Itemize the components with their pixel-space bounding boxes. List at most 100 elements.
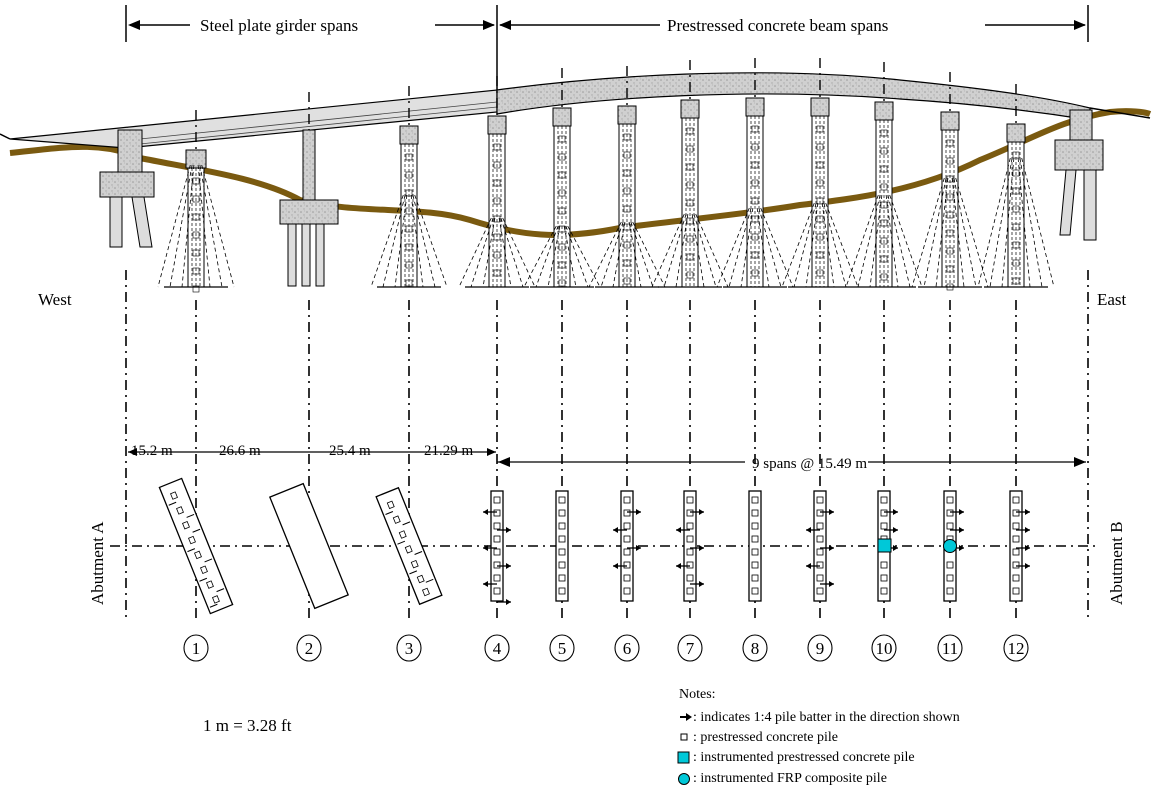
notes-legend: Notes: : indicates 1:4 pile batter in th… bbox=[677, 687, 960, 786]
bent-elevations bbox=[157, 58, 1055, 293]
pile bbox=[816, 535, 824, 543]
bent-3-plan bbox=[375, 486, 443, 606]
pile bbox=[751, 574, 759, 582]
instrumented-prestressed-pile bbox=[877, 538, 892, 553]
pile bbox=[880, 561, 888, 569]
pile bbox=[1012, 522, 1020, 530]
bent-8-plan bbox=[748, 490, 762, 602]
bent-9-elevation bbox=[781, 58, 859, 288]
span-type-dimension-lines bbox=[125, 5, 1089, 100]
bent-4-elevation bbox=[458, 76, 536, 288]
batter-arrow-icon bbox=[690, 509, 704, 515]
pile bbox=[493, 561, 501, 569]
bent-5-number: 5 bbox=[549, 634, 575, 662]
pile bbox=[558, 509, 566, 517]
instrumented-frp-pile bbox=[943, 539, 957, 553]
bent-6-elevation bbox=[588, 66, 666, 288]
bent-8-number: 8 bbox=[742, 634, 768, 662]
pile bbox=[946, 574, 954, 582]
concrete-beam-deck bbox=[496, 72, 1091, 121]
pile bbox=[686, 587, 694, 595]
pile bbox=[946, 522, 954, 530]
bent-9-number: 9 bbox=[807, 634, 833, 662]
pile bbox=[623, 535, 631, 543]
pile bbox=[558, 535, 566, 543]
pile bbox=[816, 574, 824, 582]
pile bbox=[946, 509, 954, 517]
bent-number-text: 8 bbox=[751, 639, 760, 658]
batter-arrow-icon bbox=[613, 527, 627, 533]
batter-arrow-icon bbox=[676, 563, 690, 569]
concrete-span-label: Prestressed concrete beam spans bbox=[667, 16, 888, 35]
bent-number-text: 2 bbox=[305, 639, 314, 658]
pile bbox=[880, 522, 888, 530]
bent-12-plan bbox=[1009, 490, 1030, 602]
bent-number-text: 3 bbox=[405, 639, 414, 658]
pile bbox=[623, 496, 631, 504]
batter-arrow-icon bbox=[690, 545, 704, 551]
bent-3-number: 3 bbox=[396, 634, 422, 662]
bent-number-text: 10 bbox=[876, 639, 893, 658]
pile bbox=[880, 509, 888, 517]
steel-span-label: Steel plate girder spans bbox=[200, 16, 358, 35]
pile bbox=[880, 574, 888, 582]
pile bbox=[686, 561, 694, 569]
batter-arrow-icon bbox=[806, 527, 820, 533]
pile bbox=[1012, 496, 1020, 504]
batter-arrow-icon bbox=[690, 581, 704, 587]
batter-arrow-icon bbox=[820, 581, 834, 587]
east-label: East bbox=[1097, 290, 1127, 309]
bent-number-text: 11 bbox=[942, 639, 958, 658]
pile bbox=[686, 548, 694, 556]
note-instrumented-frp: : instrumented FRP composite pile bbox=[693, 771, 887, 786]
abutment-a-label: Abutment A bbox=[88, 521, 107, 605]
pile bbox=[880, 496, 888, 504]
pile bbox=[816, 548, 824, 556]
pile bbox=[623, 522, 631, 530]
batter-arrow-icon bbox=[884, 527, 898, 533]
pile bbox=[493, 496, 501, 504]
batter-arrow-icon bbox=[884, 509, 898, 515]
bent-7-number: 7 bbox=[677, 634, 703, 662]
bent-9-plan bbox=[806, 490, 834, 602]
bent-5-plan bbox=[555, 490, 569, 602]
batter-arrow-icon bbox=[806, 563, 820, 569]
pile bbox=[751, 496, 759, 504]
pile bbox=[493, 574, 501, 582]
bent-5-elevation bbox=[523, 68, 601, 288]
bent-7-elevation bbox=[651, 60, 729, 288]
approach-east-line bbox=[1089, 107, 1151, 119]
prestressed-pile-icon bbox=[680, 733, 688, 741]
pile bbox=[686, 522, 694, 530]
span-dimension-lines bbox=[128, 448, 1086, 467]
bent-number-text: 1 bbox=[192, 639, 201, 658]
note-batter: : indicates 1:4 pile batter in the direc… bbox=[693, 710, 960, 725]
batter-arrow-icon bbox=[497, 563, 511, 569]
pile bbox=[686, 509, 694, 517]
batter-arrow-icon bbox=[680, 713, 692, 721]
pile bbox=[751, 548, 759, 556]
unit-conversion: 1 m = 3.28 ft bbox=[203, 716, 292, 735]
pile bbox=[816, 509, 824, 517]
batter-arrow-icon bbox=[676, 527, 690, 533]
bent-2-elevation bbox=[279, 129, 339, 287]
pile bbox=[558, 574, 566, 582]
batter-arrow-icon bbox=[483, 509, 497, 515]
pile bbox=[558, 587, 566, 595]
batter-arrow-icon bbox=[613, 563, 627, 569]
batter-arrow-icon bbox=[1016, 509, 1030, 515]
pile bbox=[623, 509, 631, 517]
batter-arrow-icon bbox=[820, 509, 834, 515]
instrumented-frp-icon bbox=[678, 773, 690, 785]
bent-number-text: 5 bbox=[558, 639, 567, 658]
pile bbox=[1012, 548, 1020, 556]
pile bbox=[558, 522, 566, 530]
bent-number-text: 4 bbox=[493, 639, 502, 658]
pile bbox=[493, 522, 501, 530]
pile bbox=[816, 561, 824, 569]
batter-arrow-icon bbox=[1016, 563, 1030, 569]
pile bbox=[623, 574, 631, 582]
bent-2-plan bbox=[268, 482, 350, 610]
bent-4-plan bbox=[483, 490, 511, 605]
